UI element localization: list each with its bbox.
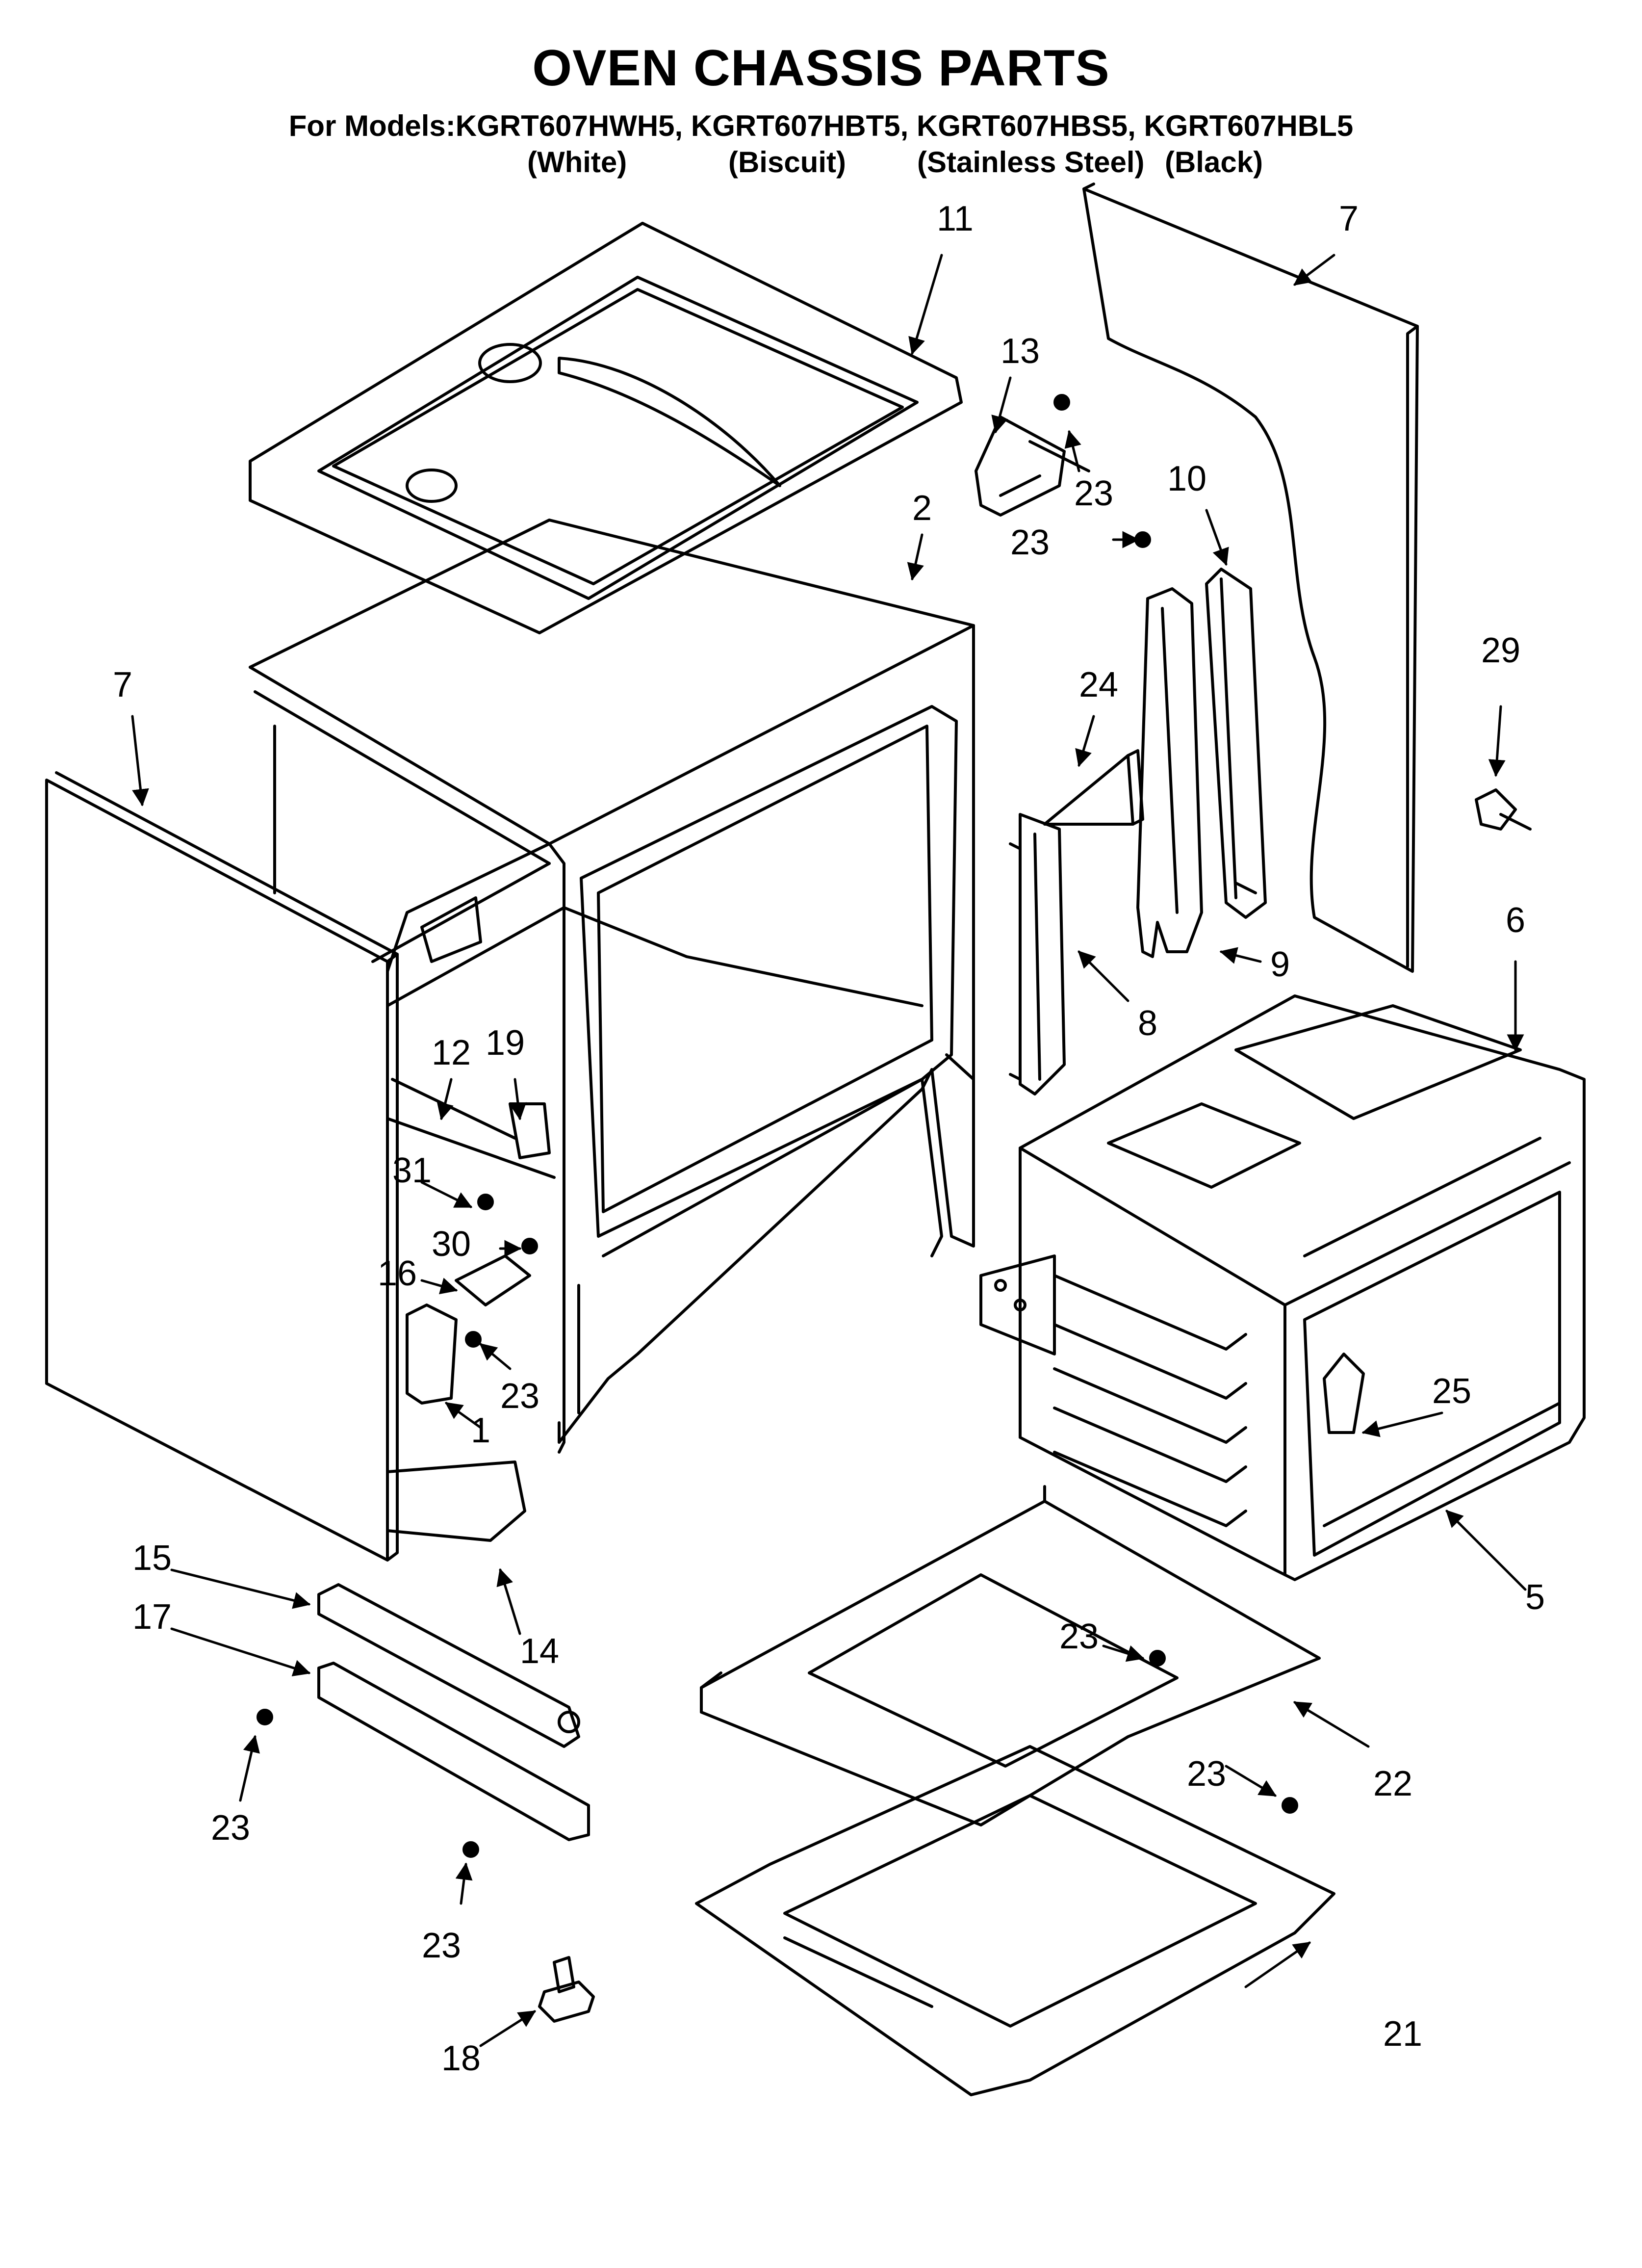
callout: 22 xyxy=(1373,1764,1412,1803)
callout: 7 xyxy=(1339,199,1359,238)
callout: 23 xyxy=(211,1808,250,1848)
callout: 23 xyxy=(500,1377,539,1416)
rail-bracket-9 xyxy=(1136,587,1203,958)
finish-black: (Black) xyxy=(1165,146,1263,179)
vertical-bracket-8 xyxy=(1009,813,1066,1095)
models-line: For Models:KGRT607HWH5, KGRT607HBT5, KGR… xyxy=(288,109,1354,142)
callout: 25 xyxy=(1432,1372,1471,1411)
callout: 29 xyxy=(1481,631,1520,670)
small-components xyxy=(386,1078,551,1542)
callout: 14 xyxy=(520,1632,559,1671)
screw-icons xyxy=(257,394,1298,1858)
callout: 9 xyxy=(1270,945,1290,984)
callout: 24 xyxy=(1079,665,1118,704)
callout: 31 xyxy=(392,1151,432,1190)
callout: 23 xyxy=(1074,474,1113,513)
leveling-leg-18 xyxy=(538,1956,595,2023)
bracket-13 xyxy=(975,416,1090,517)
callout: 6 xyxy=(1506,901,1525,940)
ignitor-29 xyxy=(1475,788,1532,831)
callout: 23 xyxy=(1187,1754,1226,1794)
callout: 10 xyxy=(1167,459,1206,498)
rail-bracket-10 xyxy=(1205,568,1267,919)
callout: 18 xyxy=(441,2039,481,2078)
callout: 12 xyxy=(432,1033,471,1072)
oven-cavity xyxy=(979,994,1586,1581)
finish-white: (White) xyxy=(527,146,627,179)
callout: 23 xyxy=(1059,1617,1099,1656)
side-panel-right xyxy=(1082,182,1419,973)
chassis-frame xyxy=(249,519,975,1552)
callout-numbers: 11 7 13 23 10 2 23 29 7 24 9 8 6 12 19 3… xyxy=(113,199,1545,2078)
diagram-title: OVEN CHASSIS PARTS xyxy=(532,40,1110,97)
callout: 2 xyxy=(912,489,932,528)
callout: 7 xyxy=(113,665,132,704)
callout: 21 xyxy=(1383,2014,1422,2054)
side-panel-left xyxy=(45,771,399,1562)
front-rail-15 xyxy=(317,1583,580,1748)
callout: 5 xyxy=(1525,1578,1545,1617)
callout: 17 xyxy=(132,1597,172,1637)
callout: 13 xyxy=(1001,332,1040,371)
callout: 16 xyxy=(378,1254,417,1293)
callout: 23 xyxy=(1010,523,1050,562)
top-cover-panel xyxy=(249,222,963,634)
callout: 8 xyxy=(1138,1004,1157,1043)
callout: 11 xyxy=(937,199,974,238)
leader-arrows xyxy=(131,254,1527,2047)
callout: 19 xyxy=(486,1023,525,1063)
finish-stainless-steel: (Stainless Steel) xyxy=(917,146,1145,179)
shield-24 xyxy=(1043,749,1144,826)
callout: 30 xyxy=(432,1225,471,1264)
callout: 1 xyxy=(471,1411,490,1450)
front-rail-17 xyxy=(317,1662,590,1841)
finish-biscuit: (Biscuit) xyxy=(728,146,846,179)
callout: 23 xyxy=(422,1926,461,1965)
callout: 15 xyxy=(132,1538,172,1578)
bottom-pan-21 xyxy=(695,1745,1335,2096)
lower-panel-22 xyxy=(700,1485,1321,1826)
